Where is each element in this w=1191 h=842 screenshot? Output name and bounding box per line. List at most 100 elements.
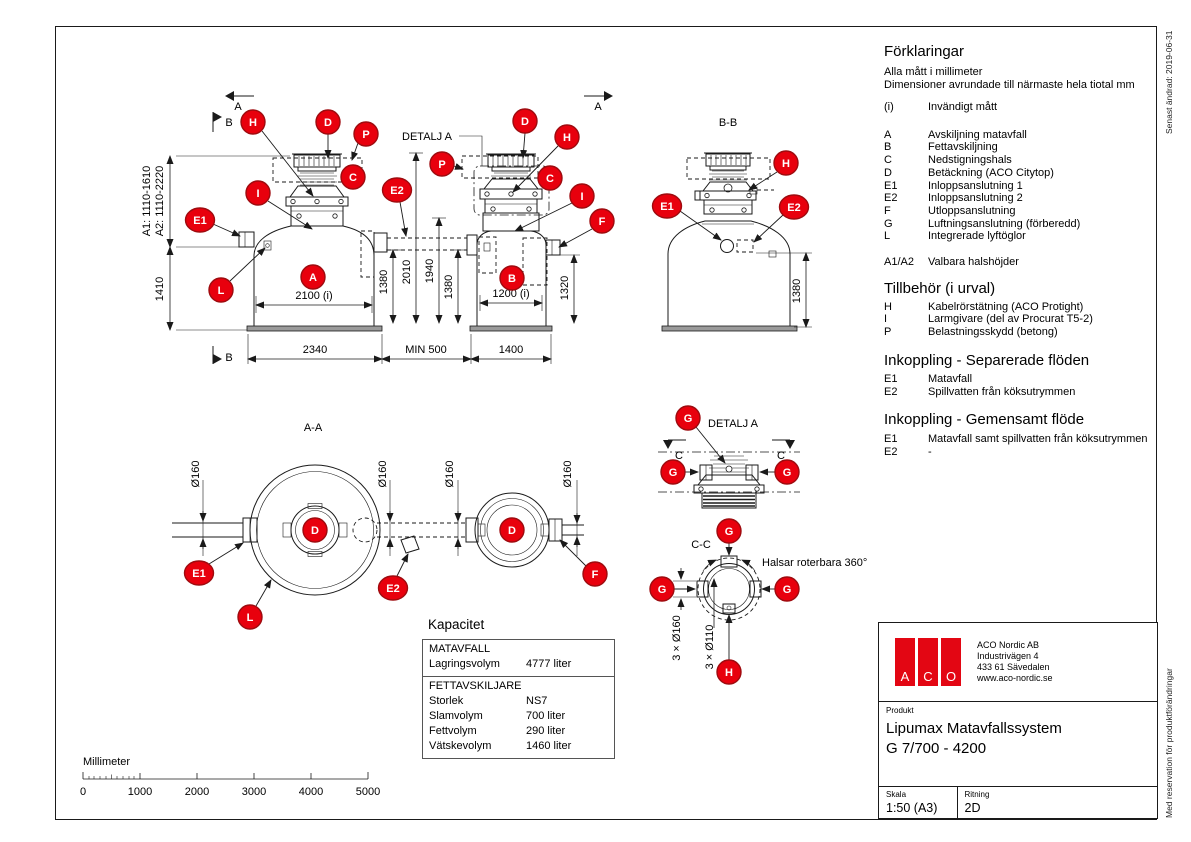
section-mark-c-label: C	[675, 450, 683, 462]
balloon-g-detail-right: G	[774, 459, 800, 485]
dim-2010: 2010	[401, 152, 423, 324]
section-bb-title: B-B	[719, 117, 737, 129]
svg-text:D: D	[508, 525, 516, 537]
balloon-e1-front-left: E1	[184, 207, 216, 233]
detail-a-title: DETALJ A	[708, 418, 759, 430]
svg-text:H: H	[725, 667, 733, 679]
scale-cell: Skala 1:50 (A3)	[879, 787, 958, 818]
dim-2100: 2100 (i)	[255, 290, 373, 313]
svg-text:Ø160: Ø160	[377, 461, 389, 488]
svg-text:Ø160: Ø160	[444, 461, 456, 488]
balloon-d-aa-right: D	[499, 517, 525, 543]
section-mark-c-left: C	[663, 439, 686, 462]
balloon-e2-front-left: E2	[381, 177, 413, 203]
capacity-section-header: FETTAVSKILJARE	[429, 680, 522, 692]
svg-text:F: F	[599, 216, 606, 228]
svg-text:H: H	[782, 158, 790, 170]
section-mark-a-right: A	[584, 91, 613, 113]
dim-neck-heights: A1: 1110-1610 A2: 1110-2220	[141, 155, 290, 331]
svg-text:1380: 1380	[378, 270, 390, 294]
svg-text:1200 (i): 1200 (i)	[492, 288, 529, 300]
svg-text:Ø160: Ø160	[562, 461, 574, 488]
balloon-p-front-left: P	[353, 121, 379, 147]
legend-row: E2-	[884, 445, 932, 458]
drawing-type-label: Ritning	[964, 790, 990, 799]
balloon-a-front-left: A	[300, 264, 326, 290]
dim-1940: 1940	[424, 217, 446, 324]
svg-text:E1: E1	[193, 215, 206, 227]
svg-text:Ø160: Ø160	[190, 461, 202, 488]
balloon-h-cc: H	[716, 659, 742, 685]
balloon-d-front-left: D	[315, 109, 341, 135]
svg-text:1380: 1380	[443, 275, 455, 299]
dim-1200: 1200 (i)	[479, 288, 543, 311]
balloon-f-front-right: F	[589, 208, 615, 234]
balloon-c-front-right: C	[537, 165, 563, 191]
scale-tick-label: 4000	[299, 786, 323, 798]
svg-text:E2: E2	[386, 583, 399, 595]
svg-text:H: H	[563, 132, 571, 144]
svg-text:1320: 1320	[559, 276, 571, 300]
aco-logo-square: A	[895, 638, 915, 686]
capacity-title: Kapacitet	[428, 617, 485, 632]
dim-dia160-outlet: Ø160	[562, 461, 581, 556]
dim-1410: 1410	[154, 246, 174, 331]
balloon-i-front-left: I	[245, 180, 271, 206]
scale-bar: Millimeter 0 1000 2000 3000 4000 5000	[80, 756, 380, 798]
aco-logo-square: C	[918, 638, 938, 686]
drawing-frame	[55, 26, 1157, 820]
balloon-i-front-right: I	[569, 183, 595, 209]
dim-1400: 1400	[470, 334, 552, 364]
scale-tick-label: 1000	[128, 786, 152, 798]
balloon-g-detail-left: G	[660, 459, 686, 485]
dim-cc-dia160: 3 × Ø160	[671, 568, 696, 661]
balloon-g-detail-top: G	[675, 405, 701, 431]
svg-text:B: B	[508, 273, 516, 285]
scale-tick-label: 5000	[356, 786, 380, 798]
svg-text:C: C	[546, 173, 554, 185]
svg-text:D: D	[521, 116, 529, 128]
svg-text:G: G	[669, 467, 678, 479]
svg-text:C: C	[349, 172, 357, 184]
section-cc-title: C-C	[691, 539, 711, 551]
section-aa-view: A-A	[172, 422, 584, 596]
rotation-arrow-left	[702, 559, 717, 572]
dim-min500: MIN 500	[381, 344, 472, 363]
rotation-note: Halsar roterbara 360°	[762, 557, 867, 569]
svg-text:1380: 1380	[791, 279, 803, 303]
balloon-h-front-right: H	[554, 124, 580, 150]
svg-text:I: I	[580, 191, 583, 203]
balloon-p-front-right: P	[429, 151, 455, 177]
svg-text:F: F	[592, 569, 599, 581]
svg-text:2340: 2340	[303, 344, 327, 356]
last-edited-note: Senast ändrad: 2019-06-31	[1164, 30, 1174, 135]
svg-text:E2: E2	[390, 185, 403, 197]
section-mark-a-label: A	[234, 101, 242, 113]
balloon-g-cc-top: G	[716, 518, 742, 544]
front-view-right-tank: DETALJ A	[402, 131, 561, 332]
inlet-common-title: Inkoppling - Gemensamt flöde	[884, 411, 1085, 429]
svg-text:G: G	[783, 467, 792, 479]
inlet1-opening	[720, 239, 734, 253]
svg-text:3 × Ø160: 3 × Ø160	[671, 615, 683, 661]
section-mark-b-label: B	[225, 352, 232, 364]
balloon-e2-bb: E2	[778, 194, 810, 220]
legend-note-2: Dimensioner avrundade till närmaste hela…	[884, 79, 1135, 91]
svg-text:1410: 1410	[154, 277, 166, 301]
svg-text:E1: E1	[192, 568, 205, 580]
product-label: Produkt	[886, 706, 914, 715]
svg-text:1940: 1940	[424, 259, 436, 283]
reservation-note: Med reservation för produktförändringar	[1164, 668, 1174, 818]
balloon-d-aa-left: D	[302, 517, 328, 543]
